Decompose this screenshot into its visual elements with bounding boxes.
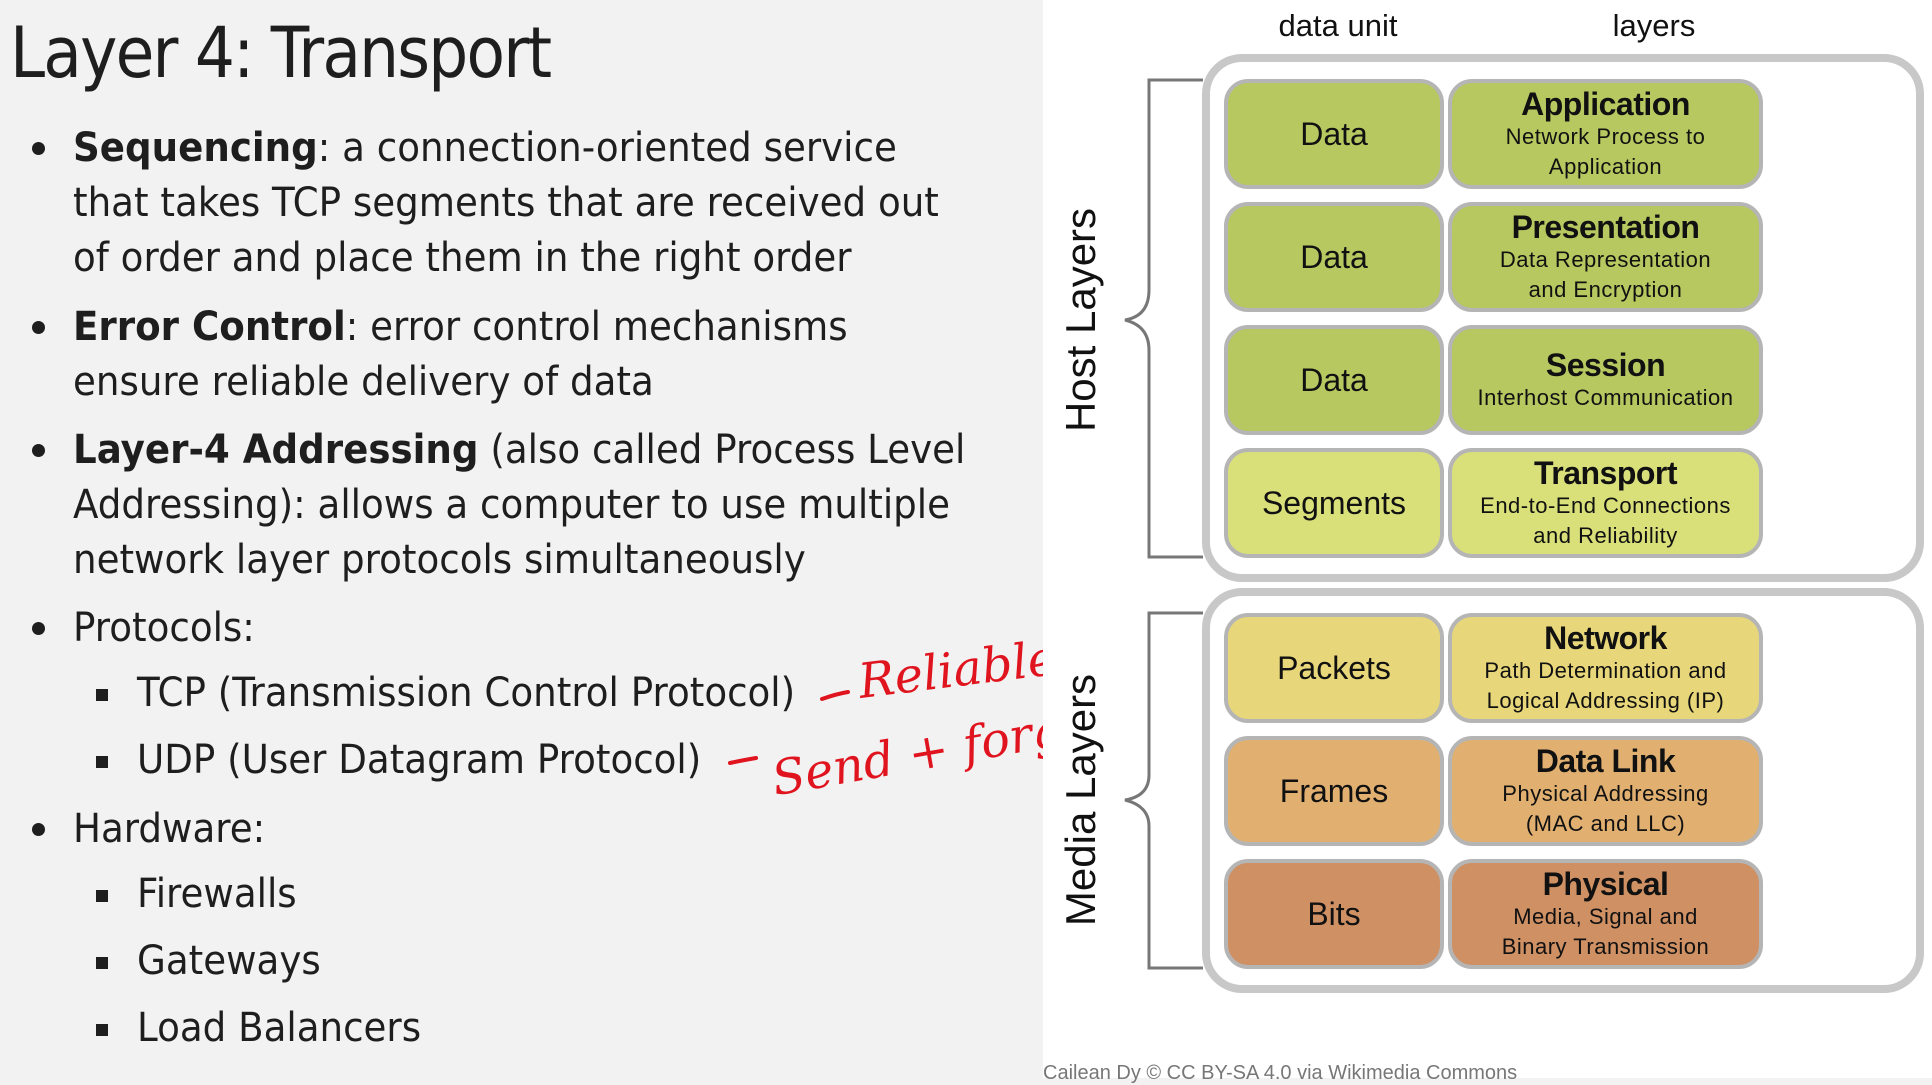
sub-bullet-square [96,890,108,902]
term-error-control: Error Control [73,304,346,350]
bullet-dot [32,823,45,836]
layer-description: and Encryption [1528,276,1683,302]
sub-bullet-square [96,1024,108,1036]
bullet-text: that takes TCP segments that are receive… [73,180,939,226]
layer-description: Path Determination and [1484,657,1727,683]
data-unit-cell: Bits [1224,859,1444,969]
bullet-hardware: Hardware: [73,806,266,852]
bullet-text: of order and place them in the right ord… [73,235,852,281]
hardware-gateways: Gateways [137,938,321,984]
sub-bullet-square [96,957,108,969]
data-unit-cell: Data [1224,202,1444,312]
data-unit-cell: Data [1224,325,1444,435]
layer-description: Binary Transmission [1501,933,1710,959]
bullet-text: : error control mechanisms [345,304,848,350]
layer-description: (MAC and LLC) [1525,810,1686,836]
protocol-udp: UDP (User Datagram Protocol) [137,737,702,783]
sub-bullet-square [96,689,108,701]
layer-description: Physical Addressing [1502,780,1709,806]
protocol-tcp: TCP (Transmission Control Protocol) [137,670,796,716]
bullet-protocols: Protocols: [73,605,255,651]
column-header-data-unit: data unit [1278,8,1398,43]
bullet-list: Sequencing: a connection-oriented servic… [32,124,965,1051]
layer-name: Presentation [1511,208,1700,245]
image-attribution: Cailean Dy © CC BY-SA 4.0 via Wikimedia … [1043,1062,1518,1084]
layer-description: and Reliability [1533,522,1678,548]
bullet-text: network layer protocols simultaneously [73,537,806,583]
slide-content: Layer 4: Transport Sequencing: a connect… [10,12,1114,1051]
layer-description: End-to-End Connections [1480,492,1731,518]
layer-description: Data Representation [1499,246,1712,272]
layer-name: Application [1521,85,1690,122]
bullet-sequencing: Sequencing: a connection-oriented servic… [73,124,897,172]
bullet-text: Addressing): allows a computer to use mu… [73,482,951,528]
layer-description: Media, Signal and [1513,903,1698,929]
bullet-text: : a connection-oriented service [317,125,897,171]
bullet-addressing: Layer-4 Addressing (also called Process … [73,426,965,474]
layer-name: Physical [1542,865,1669,902]
sub-bullet-square [96,756,108,768]
term-sequencing: Sequencing [73,125,318,171]
bullet-text: ensure reliable delivery of data [73,359,654,405]
layer-description: Network Process to Application [1505,123,1706,179]
hardware-load-balancers: Load Balancers [137,1005,422,1051]
layer-name: Session [1545,346,1666,383]
layer-name: Data Link [1535,742,1676,779]
column-header-layers: layers [1612,8,1696,43]
data-unit-cell: Packets [1224,613,1444,723]
term-addressing: Layer-4 Addressing [73,427,479,473]
bullet-dot [32,142,45,155]
data-unit-cell: Data [1224,79,1444,189]
layer-description: Interhost Communication [1477,384,1734,410]
hardware-firewalls: Firewalls [137,871,297,917]
layer-name: Network [1544,619,1667,656]
data-unit-cell: Segments [1224,448,1444,558]
bullet-dot [32,321,45,334]
bullet-dot [32,622,45,635]
data-unit-cell: Frames [1224,736,1444,846]
layer-description: Logical Addressing (IP) [1486,687,1725,713]
bullet-error-control: Error Control: error control mechanisms [73,303,848,351]
bullet-text: (also called Process Level [478,427,966,473]
bullet-dot [32,444,45,457]
layer-name: Transport [1533,454,1678,491]
page-title: Layer 4: Transport [10,12,552,94]
osi-diagram: data unit layers Host Layers Media Layer… [1043,0,1932,1084]
